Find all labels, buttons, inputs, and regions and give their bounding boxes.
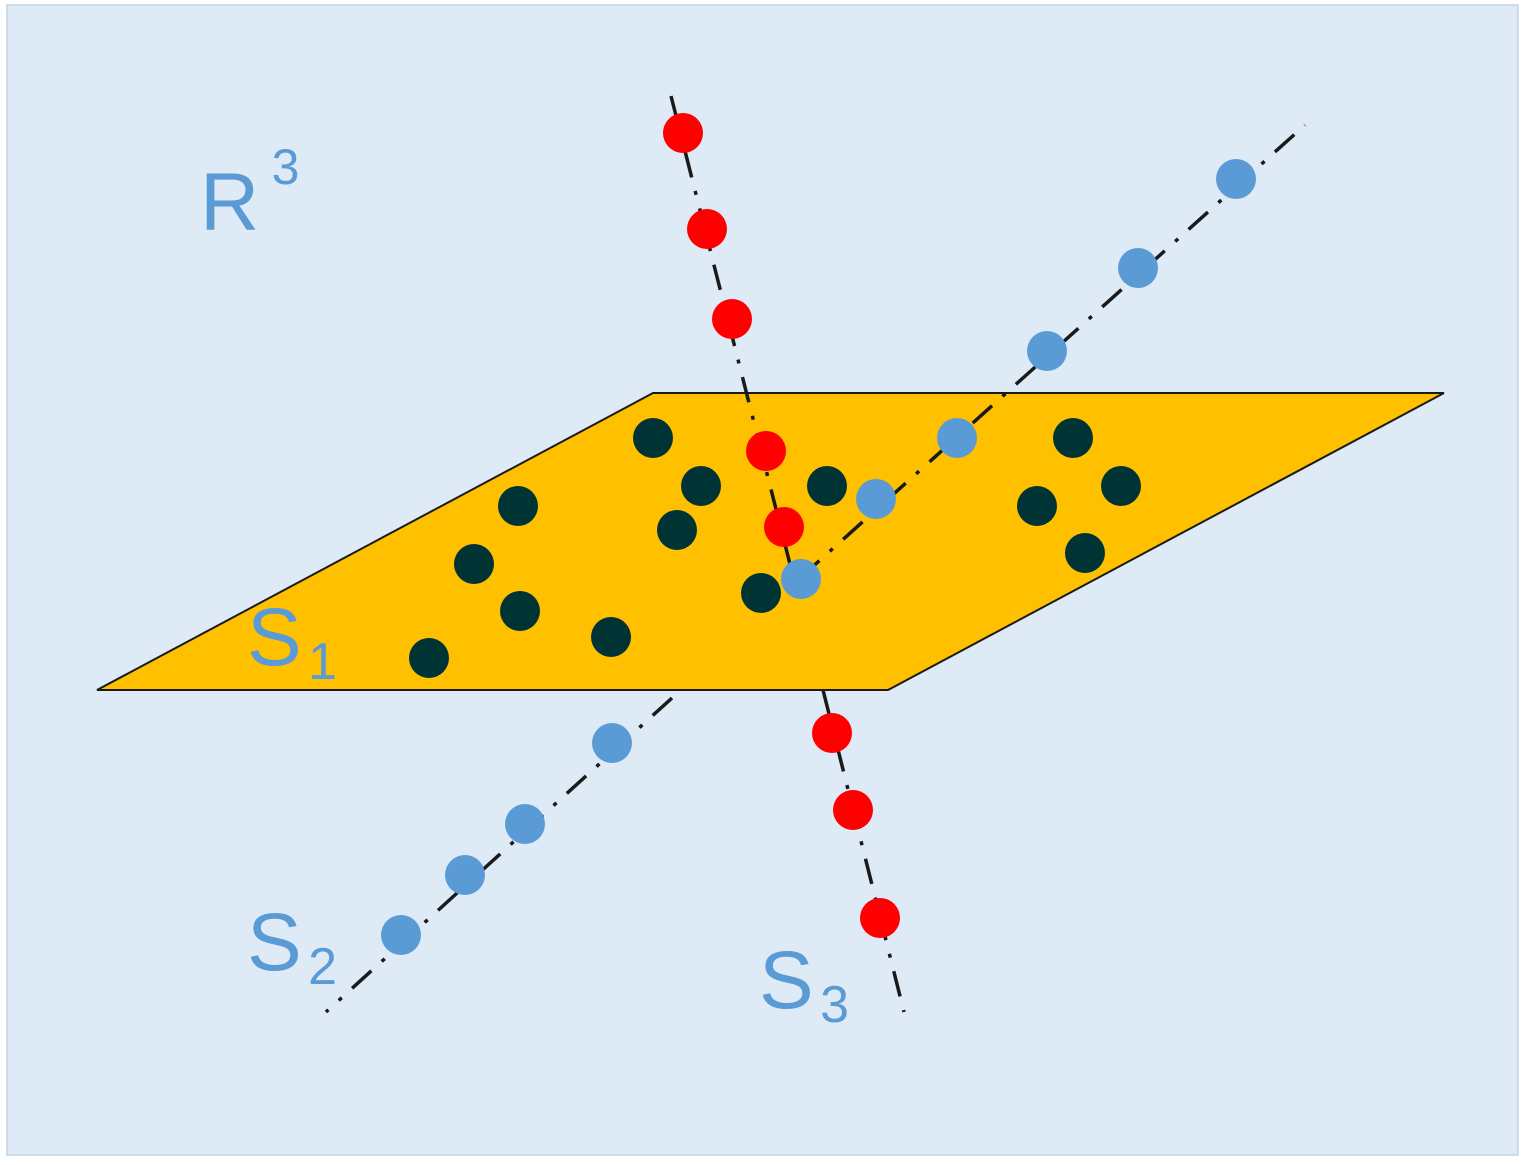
blue-point bbox=[381, 915, 421, 955]
label-s2-base: S bbox=[247, 897, 302, 988]
blue-point bbox=[1216, 159, 1256, 199]
plane-point bbox=[657, 510, 697, 550]
blue-point bbox=[1027, 331, 1067, 371]
red-point bbox=[687, 209, 727, 249]
label-s3-base: S bbox=[759, 935, 814, 1026]
red-point bbox=[833, 790, 873, 830]
blue-point bbox=[592, 723, 632, 763]
label-s2-subscript: 2 bbox=[308, 938, 337, 996]
red-point bbox=[764, 507, 804, 547]
plane-point bbox=[1101, 466, 1141, 506]
red-line-points bbox=[663, 113, 900, 938]
plane-point bbox=[1017, 486, 1057, 526]
plane-point bbox=[500, 591, 540, 631]
line-s2-upper bbox=[798, 123, 1307, 580]
plane-point bbox=[454, 544, 494, 584]
plane-point bbox=[498, 486, 538, 526]
label-s1: S 1 bbox=[247, 592, 337, 691]
plane-point bbox=[1053, 418, 1093, 458]
plane-points bbox=[409, 418, 1141, 678]
red-point bbox=[812, 713, 852, 753]
blue-point bbox=[1118, 248, 1158, 288]
red-point bbox=[663, 113, 703, 153]
red-point bbox=[860, 898, 900, 938]
red-point bbox=[712, 299, 752, 339]
blue-point bbox=[937, 418, 977, 458]
label-s2: S 2 bbox=[247, 897, 337, 996]
label-r3-superscript: 3 bbox=[272, 139, 300, 195]
plane-point bbox=[681, 466, 721, 506]
label-s1-base: S bbox=[247, 592, 302, 683]
blue-point bbox=[505, 804, 545, 844]
label-r3: R 3 bbox=[200, 139, 299, 248]
label-r3-base: R bbox=[200, 157, 259, 248]
label-s3-subscript: 3 bbox=[820, 976, 849, 1034]
plane-point bbox=[741, 573, 781, 613]
blue-point bbox=[445, 855, 485, 895]
label-s1-subscript: 1 bbox=[308, 633, 337, 691]
label-s3: S 3 bbox=[759, 935, 849, 1034]
blue-point bbox=[856, 479, 896, 519]
plane-point bbox=[1065, 533, 1105, 573]
plane-point bbox=[409, 638, 449, 678]
red-point bbox=[746, 431, 786, 471]
plane-point bbox=[633, 418, 673, 458]
blue-line-points bbox=[381, 159, 1256, 955]
plane-point bbox=[591, 617, 631, 657]
blue-point bbox=[781, 559, 821, 599]
plane-point bbox=[807, 466, 847, 506]
